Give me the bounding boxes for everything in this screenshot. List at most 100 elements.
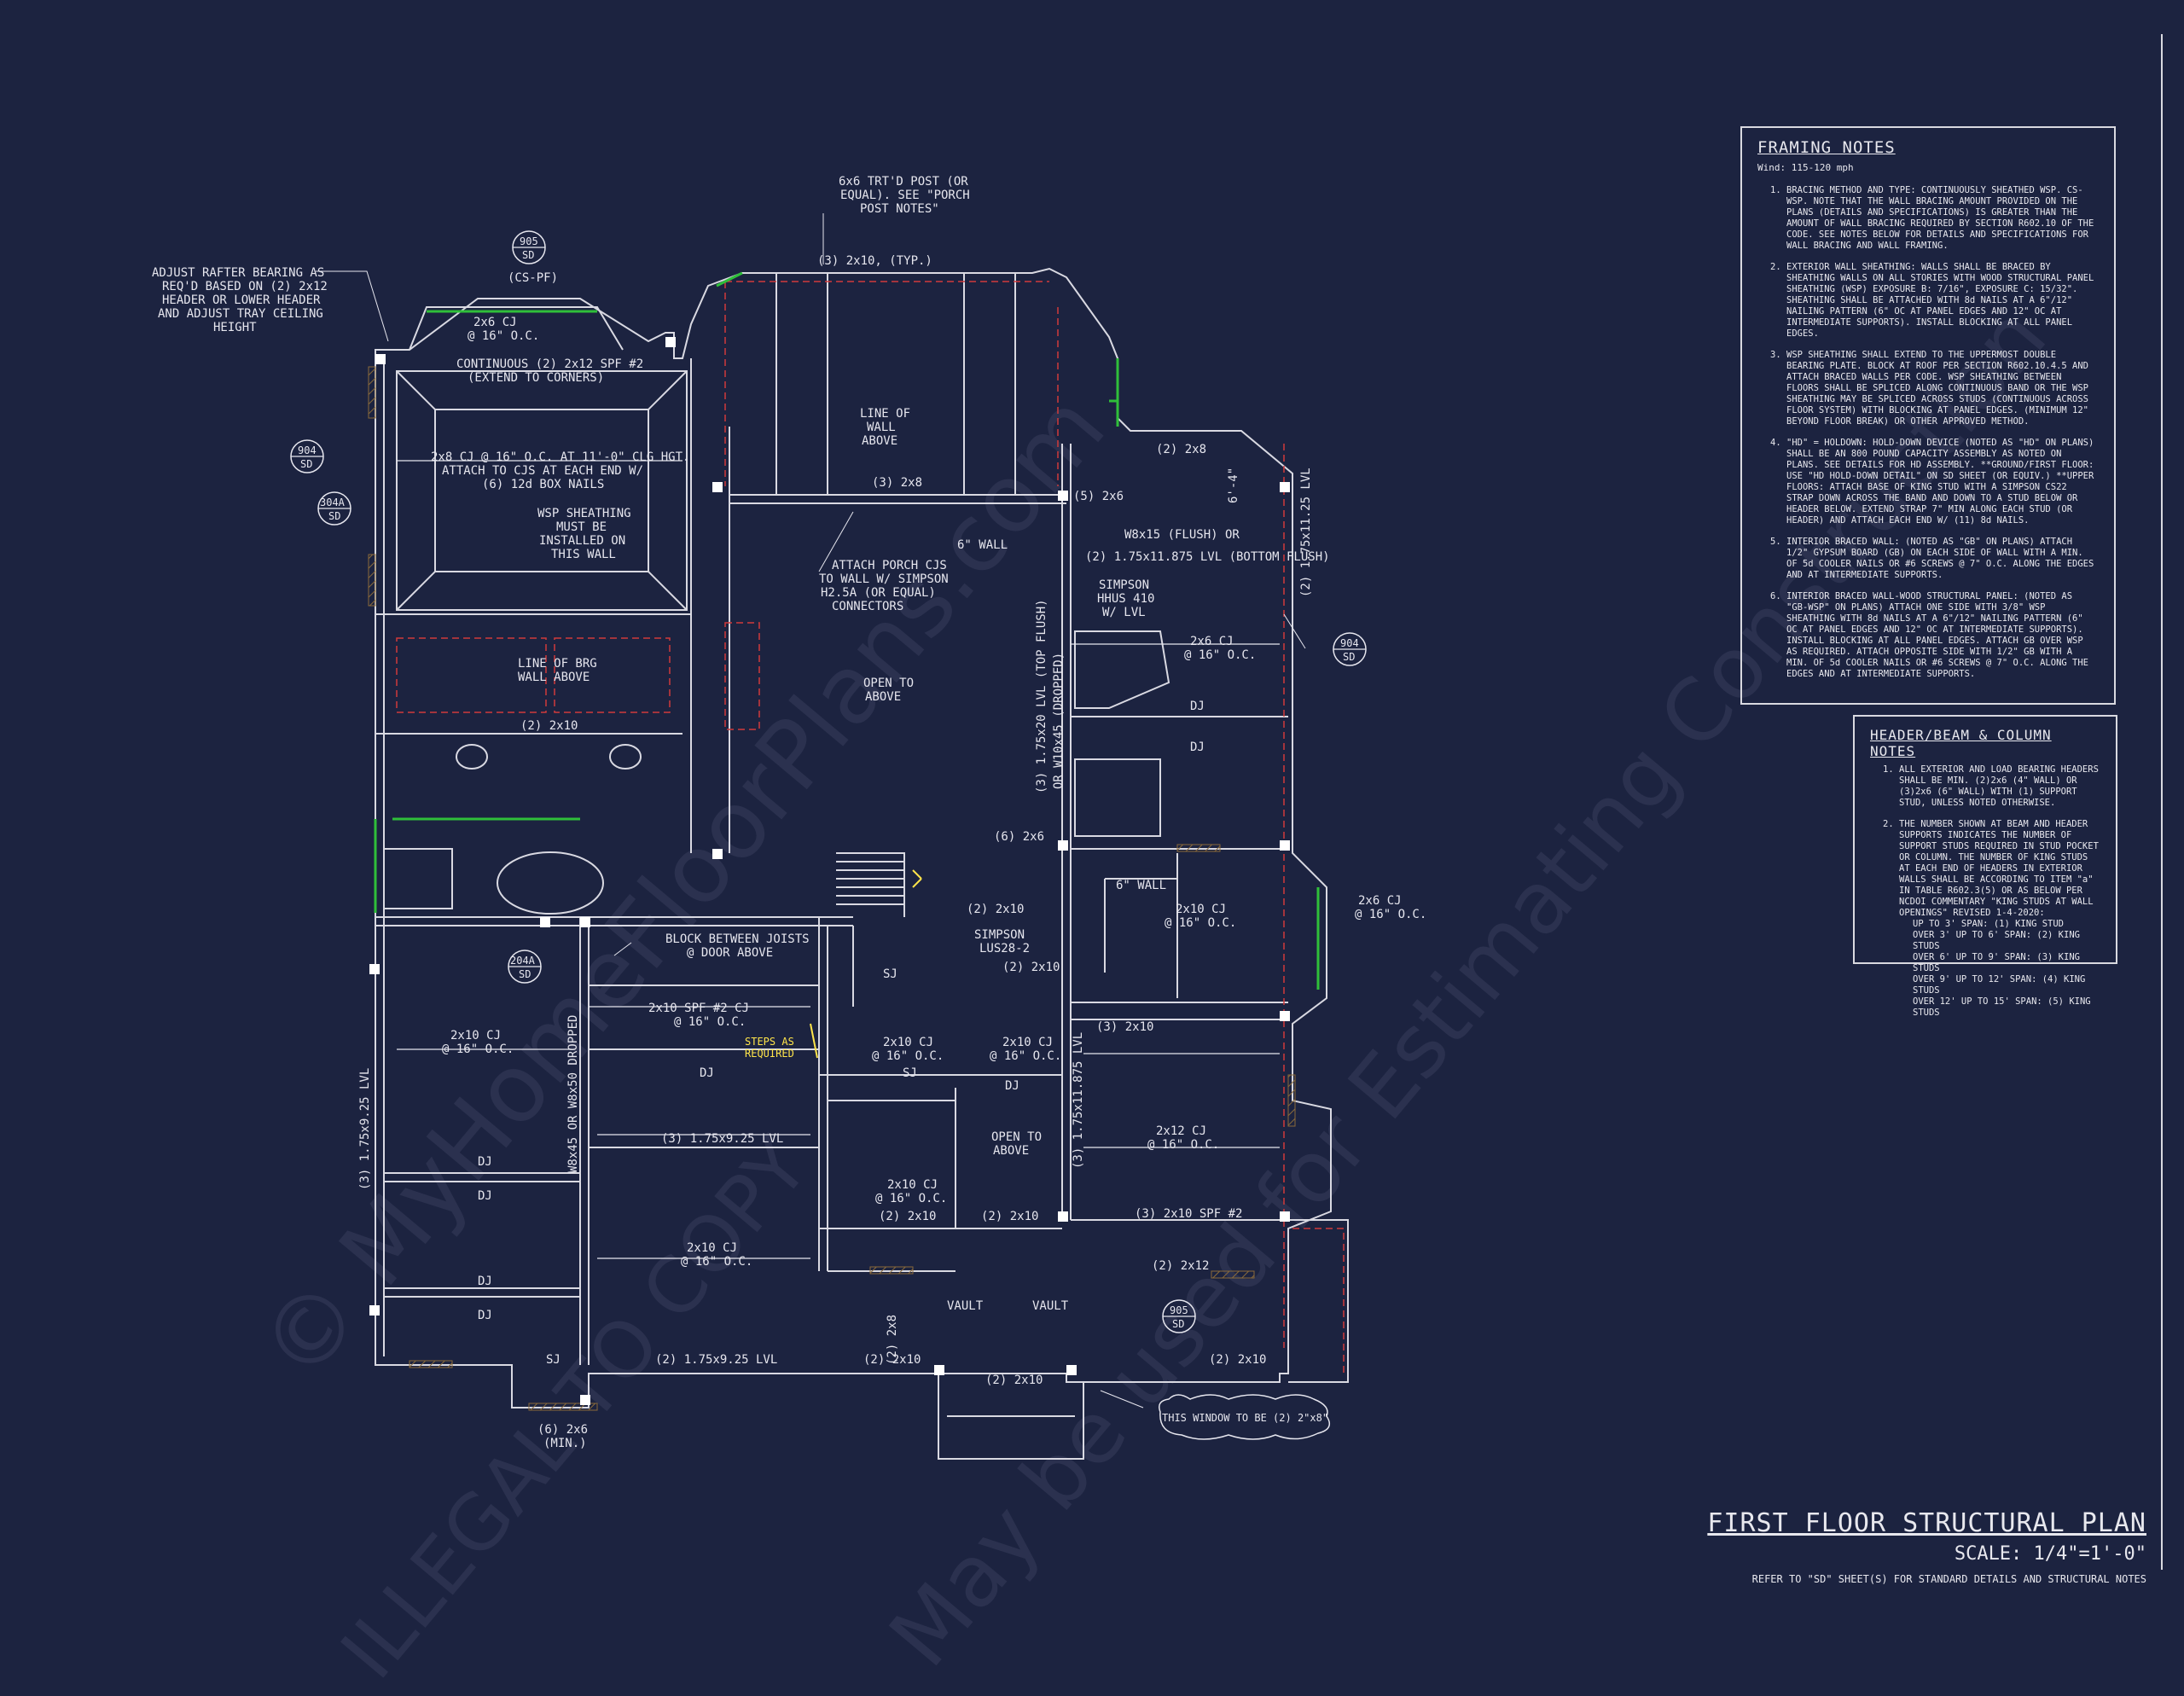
dropped-label: OR W10x45 (DROPPED) — [1052, 653, 1066, 789]
hall-spacing-label: @ 16" O.C. — [872, 1049, 944, 1063]
svg-text:ABOVE: ABOVE — [862, 434, 897, 448]
flush-beam-label: (3) 1.75x20 LVL (TOP FLUSH) — [1035, 599, 1048, 793]
bay-spacing-label: @ 16" O.C. — [1355, 908, 1426, 921]
hall-cj-label: 2x10 CJ — [883, 1036, 933, 1049]
framing-notes-panel: FRAMING NOTES Wind: 115-120 mph BRACING … — [1740, 126, 2116, 705]
spacing-label: @ 16" O.C. — [468, 329, 539, 343]
svg-text:WALL ABOVE: WALL ABOVE — [518, 671, 590, 684]
svg-text:ABOVE: ABOVE — [993, 1144, 1029, 1158]
king-stud-rule: OVER 9' UP TO 12' SPAN: (4) KING STUDS — [1913, 974, 2086, 996]
svg-text:W/ LVL: W/ LVL — [1102, 606, 1146, 619]
floor-plan-drawing: THIS WINDOW TO BE (2) 2"x8" 905 SD 904 S… — [152, 175, 1426, 1460]
framing-note-item: EXTERIOR WALL SHEATHING: WALLS SHALL BE … — [1786, 262, 2099, 340]
svg-text:ATTACH PORCH CJS: ATTACH PORCH CJS — [832, 559, 947, 572]
svg-text:EQUAL). SEE "PORCH: EQUAL). SEE "PORCH — [840, 189, 970, 202]
sj-label: SJ — [903, 1066, 917, 1080]
dropped-beam-label: W8x45 OR W8x50 DROPPED — [566, 1015, 580, 1173]
svg-text:6x6 TRT'D POST (OR: 6x6 TRT'D POST (OR — [839, 175, 968, 189]
svg-text:SD: SD — [328, 510, 340, 522]
svg-text:STEPS AS: STEPS AS — [745, 1036, 794, 1048]
header-note-item: ALL EXTERIOR AND LOAD BEARING HEADERS SH… — [1899, 764, 2100, 809]
wind-speed: Wind: 115-120 mph — [1757, 162, 1854, 173]
sheet-scale: SCALE: 1/4"=1'-0" — [1954, 1543, 2146, 1565]
svg-text:SD: SD — [1343, 651, 1355, 663]
window-note-cloud — [1159, 1394, 1331, 1440]
header-label-5: (2) 2x10 — [879, 1210, 936, 1223]
simpson-lus-callout: SIMPSON LUS28-2 — [974, 928, 1030, 955]
spf-cj-label: 2x10 SPF #2 CJ — [648, 1002, 749, 1015]
svg-text:905: 905 — [1170, 1304, 1188, 1316]
continuous-label: CONTINUOUS (2) 2x12 SPF #2 — [456, 357, 643, 371]
svg-text:204A: 204A — [510, 955, 536, 967]
king-stud-rule: OVER 6' UP TO 9' SPAN: (3) KING STUDS — [1913, 952, 2080, 973]
sheet-reference-note: REFER TO "SD" SHEET(S) FOR STANDARD DETA… — [1751, 1573, 2146, 1585]
side-lvl-label-2: (3) 1.75x9.25 LVL — [358, 1068, 372, 1190]
svg-text:TO WALL W/ SIMPSON: TO WALL W/ SIMPSON — [819, 572, 949, 586]
svg-text:SIMPSON: SIMPSON — [974, 928, 1025, 942]
spf-header-label: (3) 2x10 SPF #2 — [1135, 1207, 1242, 1221]
svg-text:SD: SD — [522, 249, 534, 261]
svg-text:OPEN TO: OPEN TO — [991, 1130, 1042, 1144]
porch-cj-callout: ATTACH PORCH CJS TO WALL W/ SIMPSON H2.5… — [819, 559, 949, 613]
dj-label: DJ — [478, 1155, 492, 1169]
adjust-rafter-callout: ADJUST RAFTER BEARING AS REQ'D BASED ON … — [152, 266, 328, 334]
wsp-callout: WSP SHEATHING MUST BE INSTALLED ON THIS … — [537, 507, 631, 561]
tray-ceiling-callout: 2x8 CJ @ 16" O.C. AT 11'-0" CLG HGT. ATT… — [431, 450, 689, 491]
min-label: (MIN.) — [543, 1437, 587, 1450]
section-tag: 904 SD — [290, 439, 324, 473]
bed-spacing-label: @ 16" O.C. — [681, 1255, 752, 1269]
header-label-8: (2) 2x10 — [985, 1374, 1043, 1387]
header-label-9: (2) 2x10 — [1209, 1353, 1266, 1367]
dining-cj-label: 2x12 CJ — [1156, 1124, 1206, 1138]
header-label-2x8: (2) 2x8 — [886, 1315, 899, 1365]
post-callout: 6x6 TRT'D POST (OR EQUAL). SEE "PORCH PO… — [839, 175, 970, 216]
kitchen-spacing-label: @ 16" O.C. — [1184, 648, 1256, 662]
svg-text:LINE OF BRG: LINE OF BRG — [518, 657, 597, 671]
svg-text:CONNECTORS: CONNECTORS — [832, 600, 903, 613]
framing-note-item: "HD" = HOLDOWN: HOLD-DOWN DEVICE (NOTED … — [1786, 438, 2099, 526]
hall-spacing-label-2: @ 16" O.C. — [990, 1049, 1061, 1063]
window-note: THIS WINDOW TO BE (2) 2"x8" — [1162, 1412, 1328, 1424]
king-stud-rule: UP TO 3' SPAN: (1) KING STUD — [1913, 919, 2065, 929]
steps-arrow — [810, 1023, 818, 1059]
svg-text:OPEN TO: OPEN TO — [863, 677, 914, 690]
wall-label-2: 6" WALL — [1116, 879, 1166, 892]
living-spacing-label: @ 16" O.C. — [442, 1043, 514, 1056]
block-between-callout: BLOCK BETWEEN JOISTS @ DOOR ABOVE — [665, 932, 810, 960]
svg-text:MUST BE: MUST BE — [556, 520, 607, 534]
bed-cj-label: 2x10 CJ — [687, 1241, 737, 1255]
header-label-6: (2) 2x10 — [981, 1210, 1038, 1223]
dimension-label: 6'-4" — [1227, 468, 1240, 503]
header-label-7: (2) 2x10 — [863, 1353, 921, 1367]
svg-text:SIMPSON: SIMPSON — [1099, 578, 1149, 592]
svg-text:HEIGHT: HEIGHT — [213, 321, 257, 334]
open-to-above-callout-2: OPEN TO ABOVE — [991, 1130, 1042, 1158]
dj-label: DJ — [478, 1309, 492, 1322]
svg-text:304A: 304A — [320, 497, 346, 508]
steps-callout: STEPS AS REQUIRED — [745, 1036, 794, 1060]
line-of-wall-callout: LINE OF WALL ABOVE — [860, 407, 910, 448]
kitchen-cj-label: 2x6 CJ — [1190, 635, 1234, 648]
bay-cj-label: 2x6 CJ — [1358, 894, 1402, 908]
framing-note-item: WSP SHEATHING SHALL EXTEND TO THE UPPERM… — [1786, 350, 2099, 427]
vault-label: VAULT — [947, 1299, 984, 1313]
porch-header-label-3: (2) 2x12 — [1152, 1259, 1209, 1273]
porch-header-label-2: (3) 2x8 — [872, 476, 922, 490]
header-label: (2) 2x10 — [520, 719, 578, 733]
cs-pf-label: (CS-PF) — [508, 271, 558, 285]
framing-note-item: BRACING METHOD AND TYPE: CONTINUOUSLY SH… — [1786, 185, 2099, 252]
svg-text:WSP SHEATHING: WSP SHEATHING — [537, 507, 631, 520]
section-tag: 905 SD — [1162, 1299, 1196, 1333]
svg-text:AND ADJUST TRAY CEILING: AND ADJUST TRAY CEILING — [158, 307, 323, 321]
bath-spacing-label: @ 16" O.C. — [875, 1192, 947, 1205]
dining-spacing-label: @ 16" O.C. — [1147, 1138, 1219, 1152]
side-lvl-label: (2) 1.75x11.25 LVL — [1299, 468, 1313, 597]
framing-notes-title: FRAMING NOTES — [1757, 138, 1896, 157]
living-cj-label: 2x10 CJ — [450, 1029, 501, 1043]
svg-text:SD: SD — [300, 458, 312, 470]
dj-label: DJ — [478, 1189, 492, 1203]
svg-text:REQUIRED: REQUIRED — [745, 1048, 794, 1060]
bath-cj-label: 2x10 CJ — [887, 1178, 938, 1192]
sj-label: SJ — [883, 967, 897, 981]
framing-note-item: INTERIOR BRACED WALL: (NOTED AS "GB" ON … — [1786, 537, 2099, 581]
